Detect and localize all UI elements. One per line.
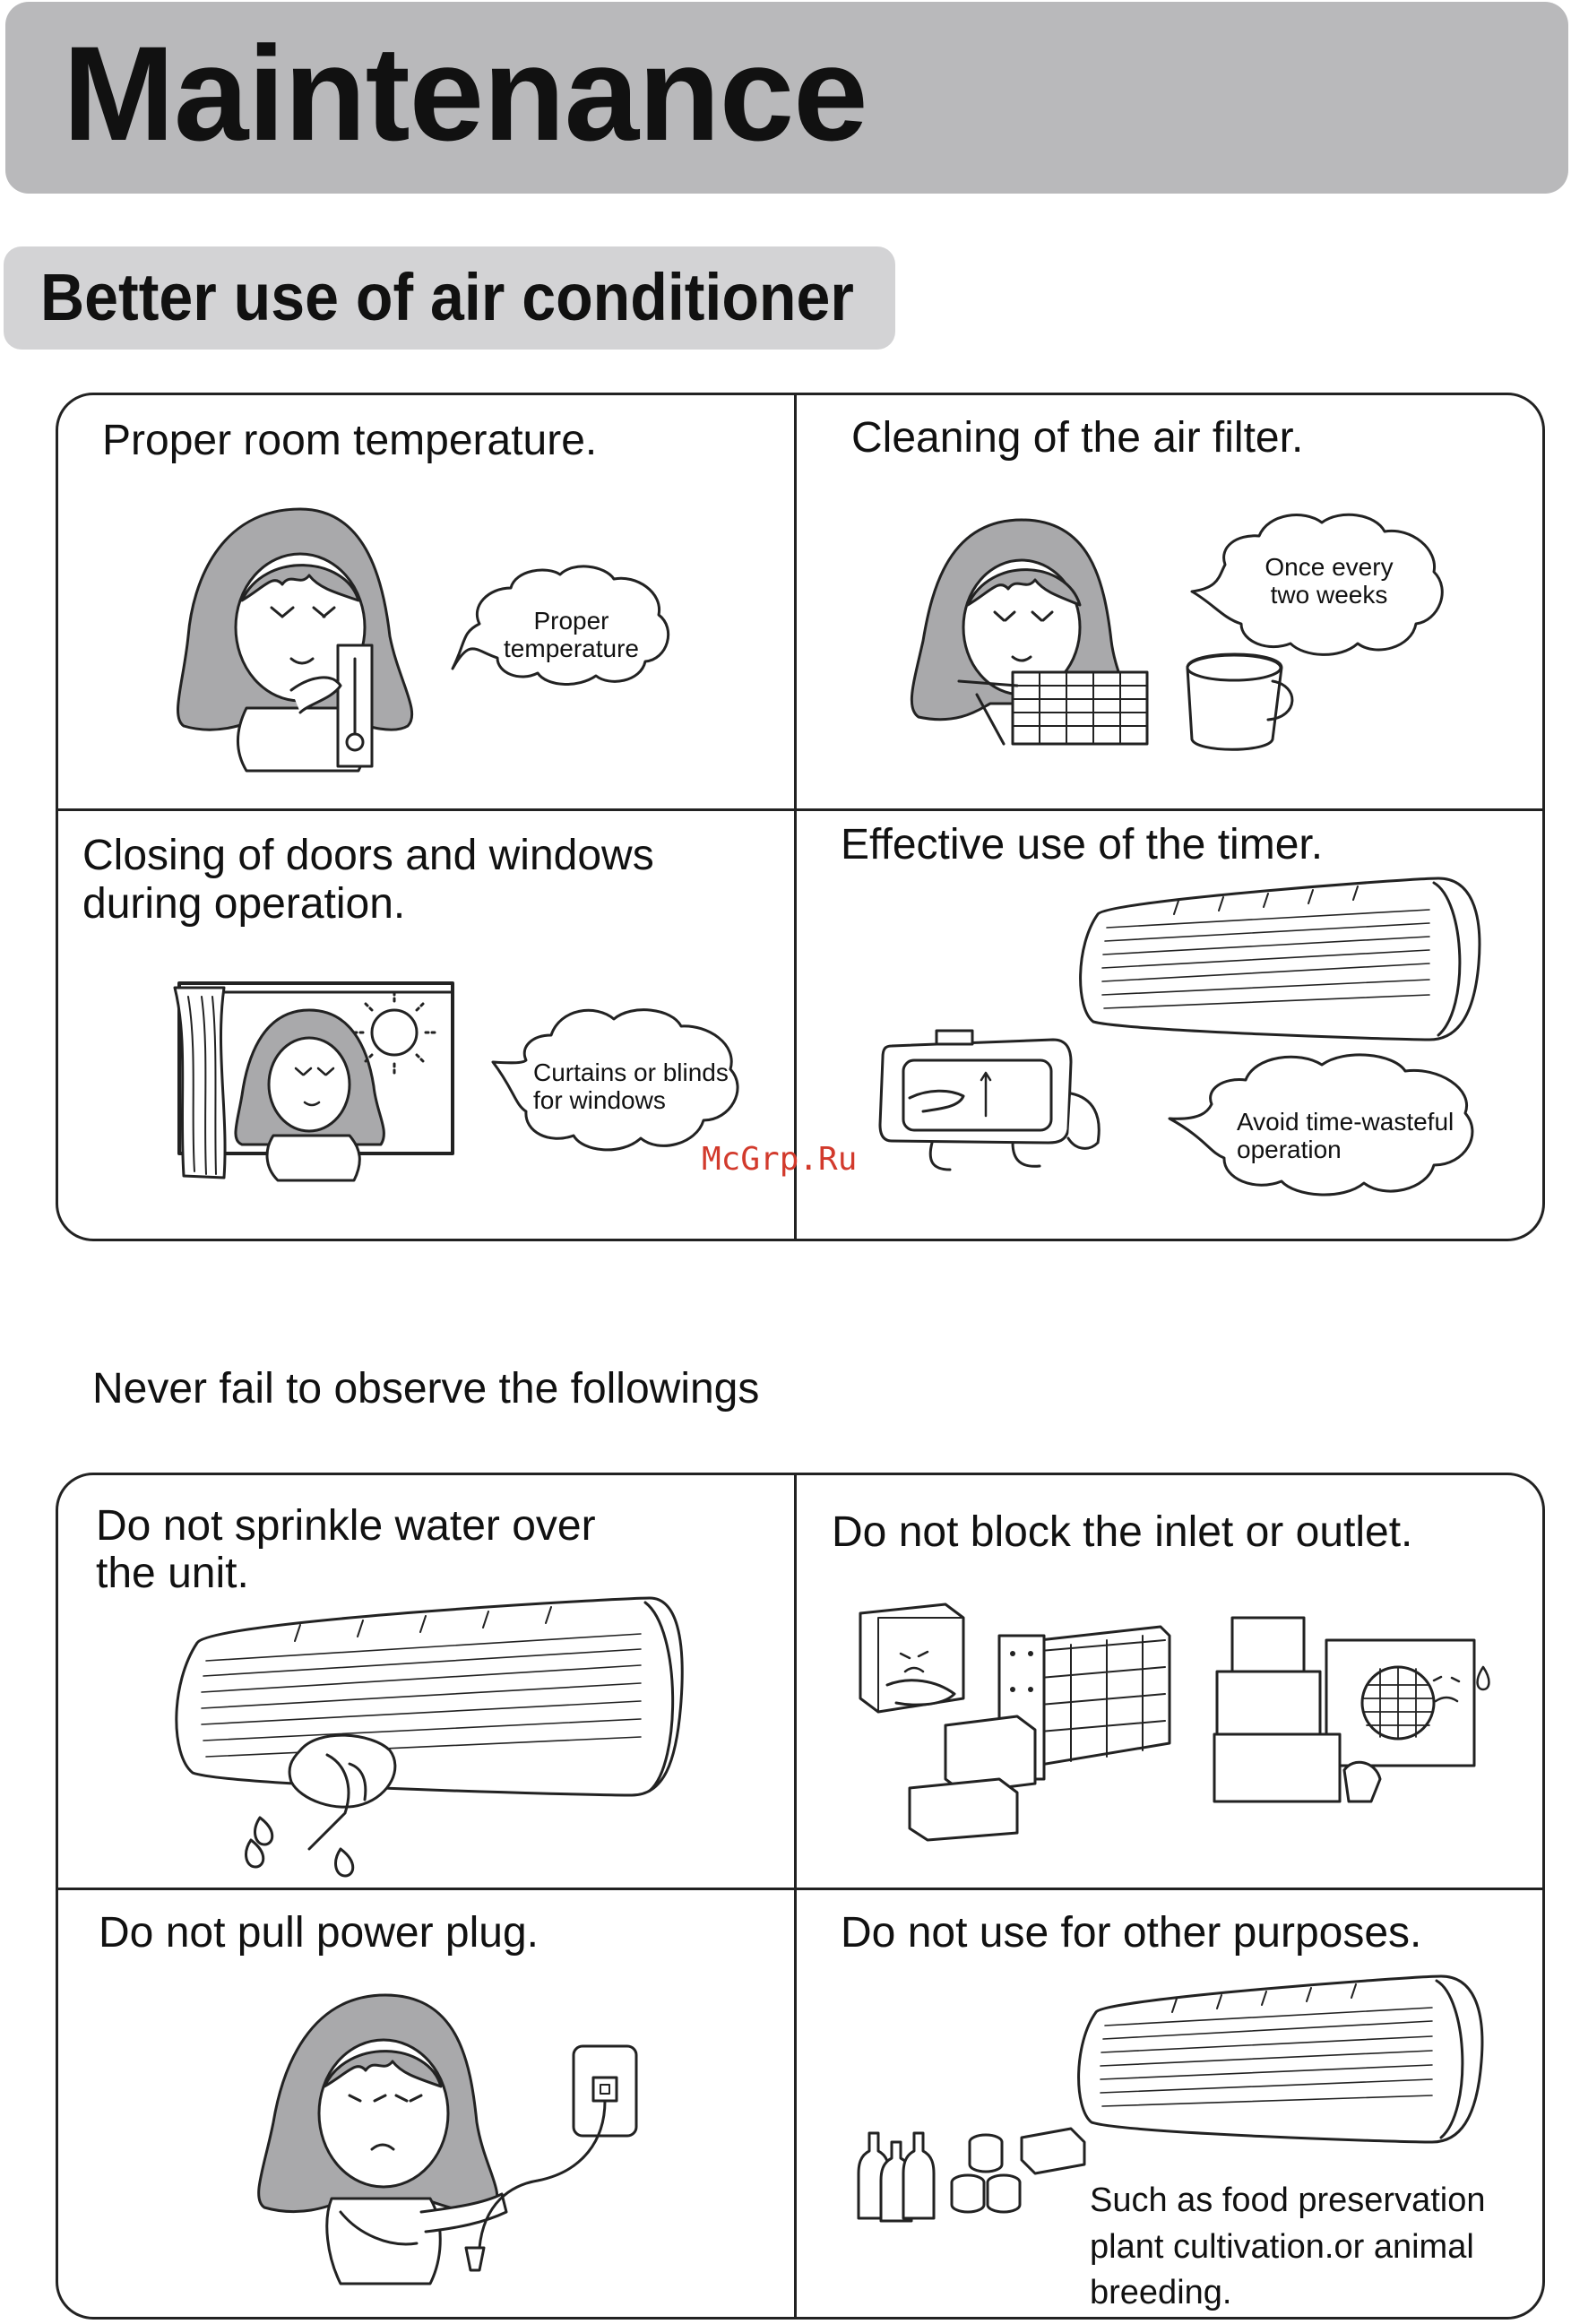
filter-bubble-text: Once every two weeks [1235,553,1423,609]
filter-caption: Cleaning of the air filter. [851,414,1304,462]
filter-bubble [1190,513,1444,656]
observe-panel [56,1473,1545,2320]
bubble-label: Curtains or blinds for windows [533,1058,729,1114]
doors-caption: Closing of doors and windows during oper… [82,832,654,928]
proper-temp-caption: Proper room temperature. [102,417,598,464]
doors-bubble [491,1008,739,1152]
panel-divider-horizontal [57,808,1543,811]
better-use-panel [56,393,1545,1241]
proper-temp-bubble-text: Proper temperature [488,607,654,663]
ac-unit-illustration-2 [1077,1974,1484,2144]
girl-thermometer-illustration [177,507,414,773]
panel-divider-vertical [794,394,797,1240]
purposes-caption: Do not use for other purposes. [841,1909,1422,1957]
observe-title: Never fail to observe the followings [92,1365,760,1413]
section-title: Better use of air conditioner [40,260,854,334]
timer-bubble-text: Avoid time-wasteful operation [1237,1108,1470,1164]
proper-temp-bubble [451,565,670,686]
girl-pulling-plug-illustration [257,1993,638,2285]
window-curtain-illustration [173,981,454,1182]
plug-caption: Do not pull power plug. [99,1909,539,1957]
observe-divider-horizontal [57,1888,1543,1890]
timer-caption: Effective use of the timer. [841,821,1324,868]
purposes-note: Such as food preservation plant cultivat… [1090,2181,1486,2312]
page-title: Maintenance [63,18,868,168]
timer-robot-illustration [878,1029,1101,1171]
ac-unit-illustration [1079,877,1481,1041]
watermark: McGrp.Ru [702,1141,858,1178]
water-caption: Do not sprinkle water over the unit. [96,1502,596,1597]
bubble-label: Avoid time-wasteful operation [1237,1108,1454,1163]
ac-cleaning-illustration [175,1596,684,1878]
blocked-indoor-illustration [859,1603,1171,1842]
blocked-outdoor-illustration [1213,1616,1490,1803]
timer-bubble [1168,1053,1474,1197]
girl-filter-illustration [910,518,1294,751]
bottles-food-illustration [857,2127,1086,2223]
header-bar [5,2,1568,194]
observe-divider-vertical [794,1474,797,2318]
section-bar [4,246,895,350]
bubble-label: Once every two weeks [1265,553,1394,609]
doors-bubble-text: Curtains or blinds for windows [533,1058,748,1115]
bubble-label: Proper temperature [504,607,639,662]
block-caption: Do not block the inlet or outlet. [832,1508,1413,1556]
